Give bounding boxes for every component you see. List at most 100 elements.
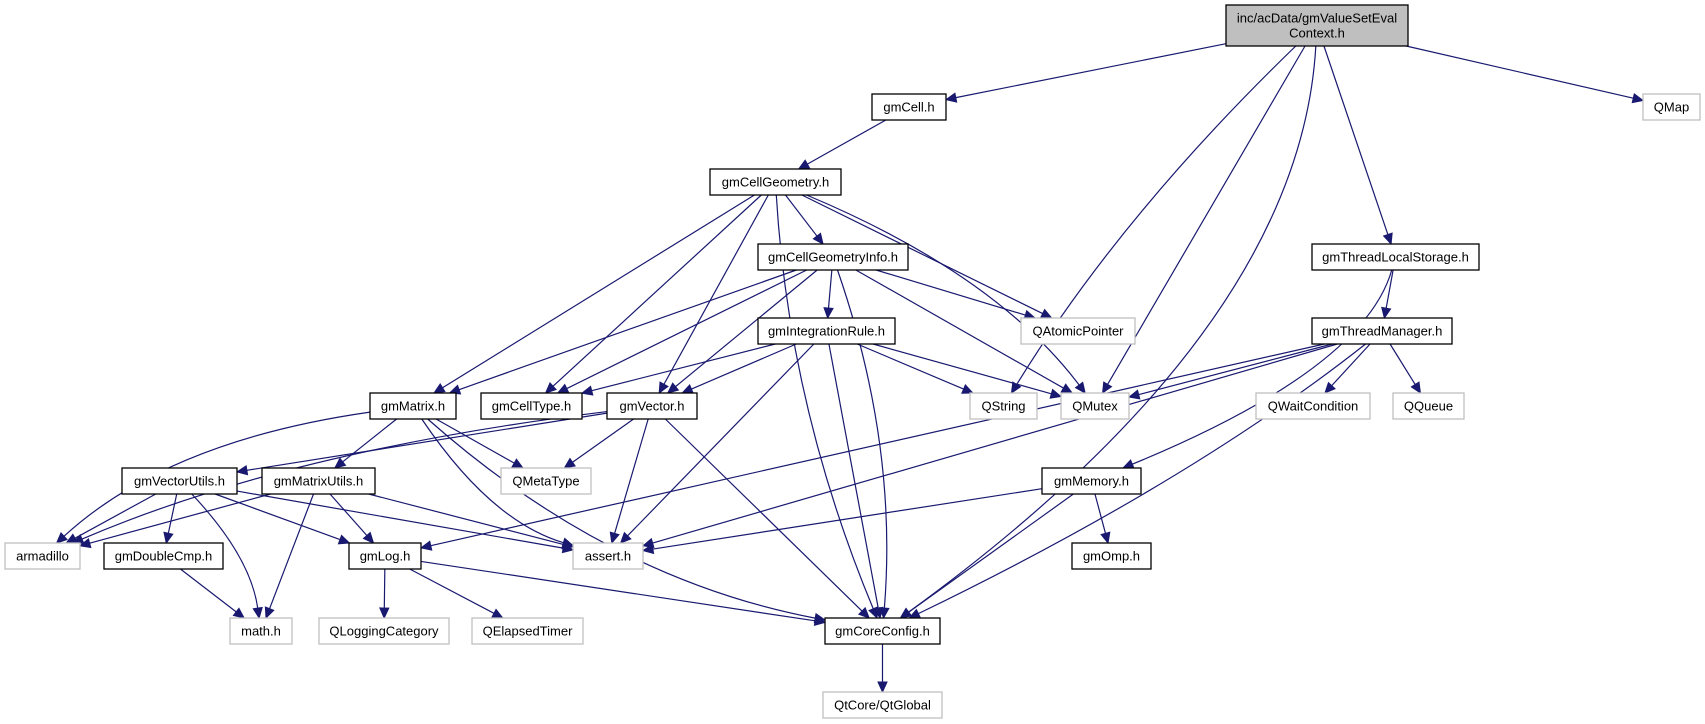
edge-gmCellGeometryInfo-to-gmVector [666, 269, 818, 394]
arrowhead-icon [666, 382, 680, 394]
edge-line [552, 194, 762, 387]
node-box [471, 617, 584, 645]
edge-line [383, 568, 386, 609]
node-box [757, 243, 909, 271]
node-box [103, 542, 224, 570]
arrowhead-icon [1381, 306, 1392, 320]
arrowhead-icon [511, 458, 525, 469]
arrowhead-icon [857, 606, 871, 619]
edge-gmMatrix-to-gmMatrixUtils [333, 418, 397, 469]
edge-gmIntegrationRule-to-assert [619, 343, 815, 544]
edge-line [955, 43, 1227, 99]
node-box [822, 691, 943, 719]
edge-line [663, 194, 769, 385]
node-box [1392, 392, 1465, 420]
edge-line [214, 493, 341, 541]
edge-gmThreadLocalStorage-to-gmMemory [1121, 269, 1393, 469]
node-gmCellGeometry[interactable]: gmCellGeometry.h [709, 168, 842, 196]
node-label: gmMatrix.h [381, 399, 445, 414]
node-box [757, 317, 896, 345]
node-gmCell[interactable]: gmCell.h [871, 93, 947, 121]
node-label: gmMemory.h [1054, 474, 1129, 489]
node-gmCellGeometryInfo[interactable]: gmCellGeometryInfo.h [757, 243, 909, 271]
arrowhead-icon [163, 531, 174, 545]
node-gmThreadManager[interactable]: gmThreadManager.h [1311, 317, 1453, 345]
arrowhead-icon [264, 606, 275, 620]
node-gmMatrixUtils[interactable]: gmMatrixUtils.h [261, 467, 376, 495]
edge-line [908, 493, 1074, 613]
edge-root-to-gmThreadLocalStorage [1323, 45, 1393, 246]
node-box [1041, 467, 1142, 495]
edge-line [430, 343, 1325, 547]
edge-gmMemory-to-gmCoreConfig [899, 493, 1074, 619]
node-QWaitCondition: QWaitCondition [1255, 392, 1371, 420]
node-gmIntegrationRule[interactable]: gmIntegrationRule.h [757, 317, 896, 345]
arrowhead-icon [491, 608, 504, 619]
node-box [709, 168, 842, 196]
edge-line [591, 343, 776, 392]
edge-gmIntegrationRule-to-QString [856, 343, 974, 394]
node-gmCellType[interactable]: gmCellType.h [480, 392, 583, 420]
node-box [824, 617, 941, 645]
edge-gmVector-to-gmCoreConfig [664, 418, 871, 619]
arrowhead-icon [877, 681, 888, 694]
node-box [969, 392, 1038, 420]
edge-line [801, 194, 1043, 315]
edge-line [1138, 343, 1333, 396]
arrowhead-icon [563, 457, 576, 469]
edge-line [918, 343, 1366, 615]
node-gmDoubleCmp[interactable]: gmDoubleCmp.h [103, 542, 224, 570]
node-label: QAtomicPointer [1032, 324, 1124, 339]
arrowhead-icon [823, 307, 834, 320]
edge-line [827, 269, 833, 309]
node-gmOmp[interactable]: gmOmp.h [1071, 542, 1152, 570]
arrowhead-icon [556, 383, 570, 394]
edge-line [1107, 45, 1306, 385]
node-QMutex: QMutex [1060, 392, 1130, 420]
arrowhead-icon [619, 531, 632, 544]
arrowhead-icon [337, 534, 351, 545]
node-gmCoreConfig[interactable]: gmCoreConfig.h [824, 617, 941, 645]
edge-gmThreadManager-to-gmLog [419, 343, 1325, 551]
node-gmVectorUtils[interactable]: gmVectorUtils.h [121, 467, 238, 495]
arrowhead-icon [1074, 381, 1086, 394]
arrowhead-icon [561, 539, 575, 550]
node-label: Context.h [1289, 26, 1345, 41]
node-box [1255, 392, 1371, 420]
edge-gmMemory-to-gmOmp [1094, 493, 1111, 545]
node-gmMatrix[interactable]: gmMatrix.h [369, 392, 457, 420]
edge-gmVector-to-assert [609, 418, 649, 545]
arrowhead-icon [252, 606, 263, 620]
edge-line [664, 418, 863, 612]
node-box [369, 392, 457, 420]
edge-gmCellGeometry-to-QMutex [806, 194, 1086, 394]
node-math: math.h [229, 617, 293, 645]
edge-gmMatrix-to-QMetaType [435, 418, 525, 469]
edge-line [1389, 343, 1416, 385]
arrowhead-icon [1410, 381, 1422, 395]
node-label: QQueue [1404, 399, 1453, 414]
edge-root-to-QMap [1406, 45, 1645, 104]
node-gmLog[interactable]: gmLog.h [348, 542, 422, 570]
edge-line [1331, 343, 1371, 387]
edge-line [180, 568, 237, 613]
edge-line [828, 343, 879, 609]
edge-gmVectorUtils-to-armadillo [65, 493, 157, 544]
edge-gmCellGeometryInfo-to-gmMatrix [448, 269, 797, 395]
node-label: gmCellType.h [492, 399, 571, 414]
node-box [261, 467, 376, 495]
node-label: QMap [1654, 100, 1689, 115]
node-label: gmCell.h [883, 100, 934, 115]
edge-gmThreadManager-to-QQueue [1389, 343, 1422, 395]
node-gmThreadLocalStorage[interactable]: gmThreadLocalStorage.h [1311, 243, 1480, 271]
edge-gmVector-to-gmVectorUtils [235, 412, 608, 476]
node-box [1311, 243, 1480, 271]
node-label: gmCellGeometry.h [722, 175, 829, 190]
edge-gmThreadManager-to-assert [641, 343, 1338, 548]
node-gmMemory[interactable]: gmMemory.h [1041, 467, 1142, 495]
node-gmVector[interactable]: gmVector.h [606, 392, 698, 420]
edge-line [872, 343, 1052, 395]
node-box [348, 542, 422, 570]
node-label: QLoggingCategory [329, 624, 439, 639]
